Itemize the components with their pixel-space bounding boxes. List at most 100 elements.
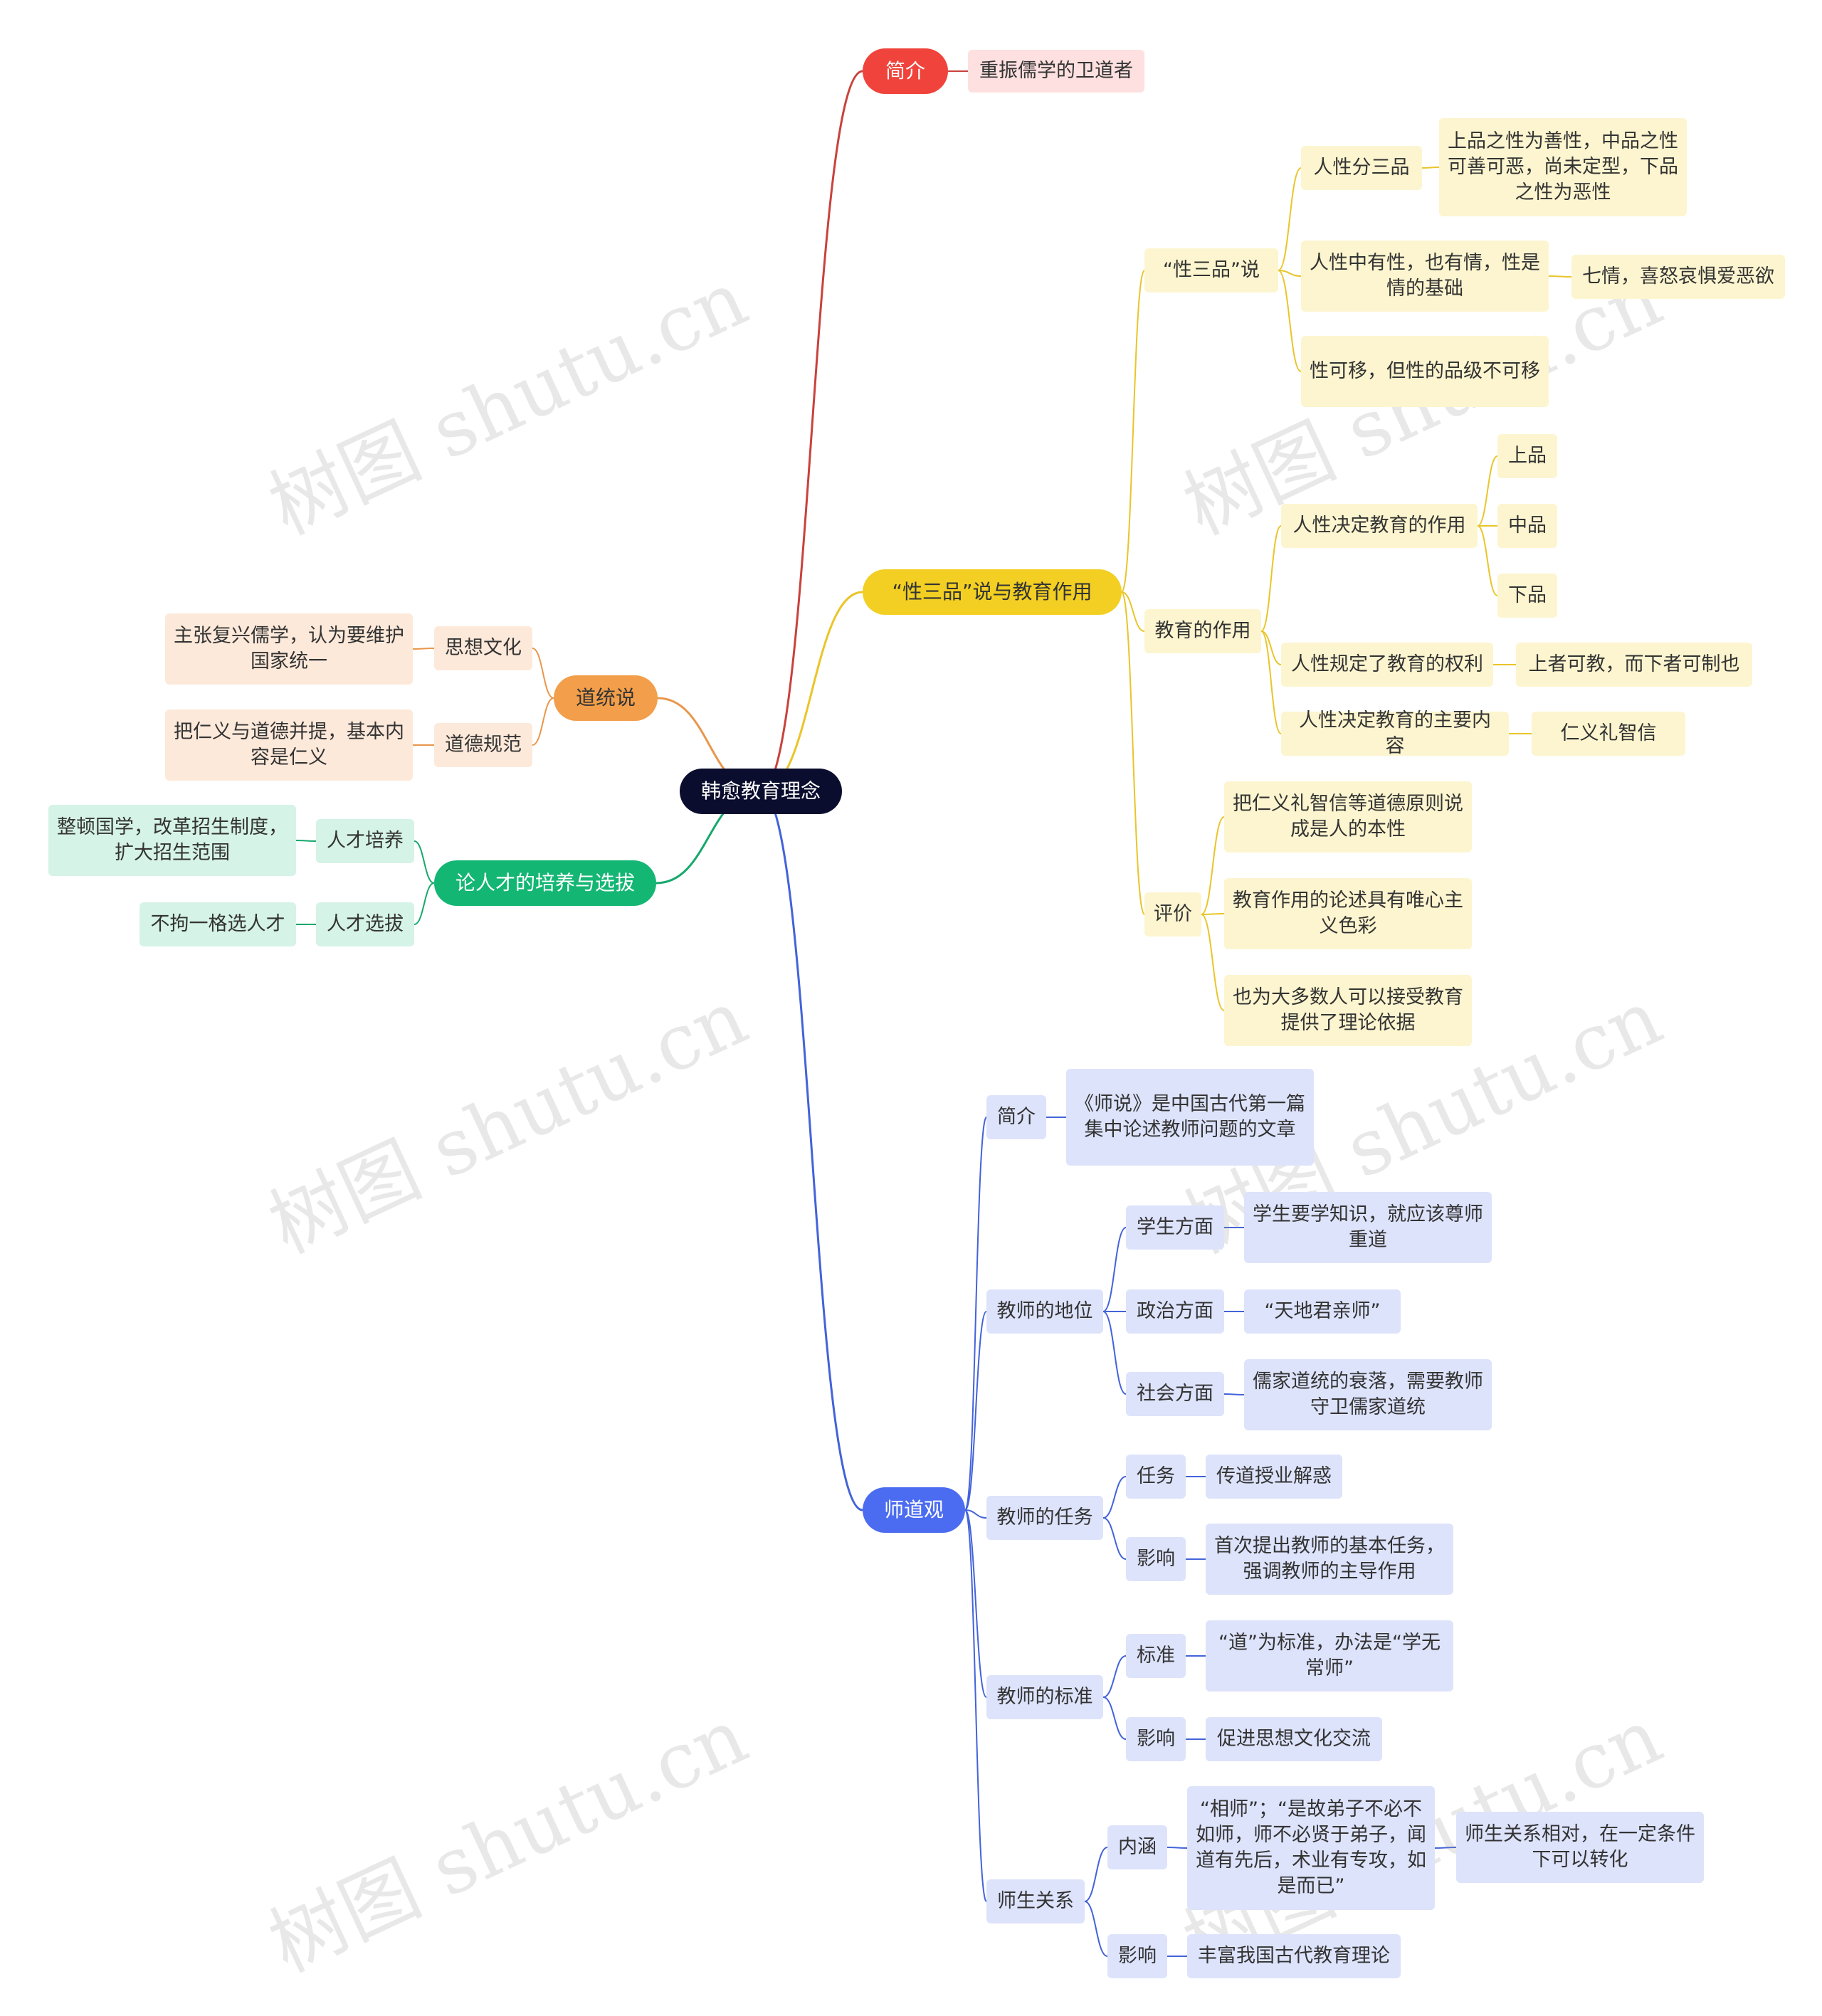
social-side-desc[interactable]: 儒家道统的衰落，需要教师守卫儒家道统 (1244, 1359, 1492, 1430)
connector-line (964, 1311, 987, 1511)
decides-role-node[interactable]: 人性决定教育的作用 (1281, 504, 1478, 548)
connector-line (1421, 167, 1440, 169)
standard-desc[interactable]: “道”为标准，办法是“学无常师” (1206, 1620, 1453, 1692)
connector-line (964, 1509, 987, 1902)
evaluation-item-3[interactable]: 也为大多数人可以接受教育提供了理论依据 (1224, 975, 1472, 1046)
thought-desc[interactable]: 主张复兴儒学，认为要维护国家统一 (165, 613, 413, 685)
connector-line (964, 1509, 987, 1698)
connector-line (1084, 1847, 1108, 1902)
connector-line (1102, 1655, 1127, 1698)
grade-upper[interactable]: 上品 (1497, 434, 1557, 478)
teacher-status-node[interactable]: 教师的地位 (986, 1289, 1103, 1334)
defines-rights-node[interactable]: 人性规定了教育的权利 (1281, 643, 1493, 687)
connector-line (1084, 1901, 1108, 1957)
connotation-desc[interactable]: “相师”；“是故弟子不必不如师，师不必贤于弟子，闻道有先后，术业有专攻，如是而已… (1187, 1786, 1435, 1910)
connector-line (1121, 591, 1145, 632)
relation-impact-node[interactable]: 影响 (1107, 1934, 1167, 1978)
connector-line (1201, 816, 1225, 915)
teacher-student-relation-node[interactable]: 师生关系 (986, 1879, 1085, 1923)
branch-talent[interactable]: 论人才的培养与选拔 (434, 860, 656, 906)
selection-node[interactable]: 人才选拔 (316, 902, 414, 946)
evaluation-node[interactable]: 评价 (1144, 892, 1201, 936)
teacher-task-node[interactable]: 教师的任务 (986, 1496, 1103, 1540)
task-label-node[interactable]: 任务 (1126, 1455, 1186, 1499)
morality-desc[interactable]: 把仁义与道德并提，基本内容是仁义 (165, 709, 413, 781)
connector-line (1434, 1847, 1457, 1849)
selection-desc[interactable]: 不拘一格选人才 (139, 902, 296, 946)
teacher-standard-node[interactable]: 教师的标准 (986, 1675, 1103, 1719)
grade-middle[interactable]: 中品 (1497, 504, 1557, 548)
social-side-node[interactable]: 社会方面 (1126, 1372, 1224, 1416)
cultivation-node[interactable]: 人才培养 (316, 819, 414, 863)
connector-line (1477, 525, 1498, 596)
connector-line (1278, 270, 1302, 372)
connector-line (1201, 914, 1225, 1011)
connector-line (760, 70, 863, 793)
connector-line (1477, 455, 1498, 527)
connector-line (1548, 275, 1572, 278)
connotation-note[interactable]: 师生关系相对，在一定条件下可以转化 (1456, 1812, 1704, 1883)
seven-emotions-node[interactable]: 七情，喜怒哀惧爱恶欲 (1571, 255, 1785, 299)
connector-line (1260, 630, 1282, 665)
student-side-desc[interactable]: 学生要学知识，就应该尊师重道 (1244, 1192, 1492, 1263)
shidao-intro-desc[interactable]: 《师说》是中国古代第一篇集中论述教师问题的文章 (1066, 1069, 1314, 1166)
branch-intro[interactable]: 简介 (863, 48, 948, 94)
shidao-intro-node[interactable]: 简介 (986, 1095, 1046, 1139)
connector-line (1102, 1696, 1127, 1740)
connector-line (295, 840, 317, 842)
movable-node[interactable]: 性可移，但性的品级不可移 (1301, 336, 1549, 407)
decides-content-node[interactable]: 人性决定教育的主要内容 (1281, 709, 1509, 757)
task-desc[interactable]: 传道授业解惑 (1206, 1455, 1342, 1499)
task-impact-desc[interactable]: 首次提出教师的基本任务，强调教师的主导作用 (1206, 1524, 1453, 1595)
three-grades-desc[interactable]: 上品之性为善性，中品之性可善可恶，尚未定型，下品之性为恶性 (1439, 118, 1687, 216)
connector-line (532, 648, 554, 699)
morality-node[interactable]: 道德规范 (434, 723, 532, 767)
emotion-node[interactable]: 人性中有性，也有情，性是情的基础 (1301, 241, 1549, 312)
connector-line (532, 697, 554, 746)
root-node[interactable]: 韩愈教育理念 (680, 769, 842, 814)
branch-xingsanpin[interactable]: “性三品”说与教育作用 (863, 569, 1122, 615)
connector-line (1102, 1517, 1127, 1560)
student-side-node[interactable]: 学生方面 (1126, 1205, 1224, 1250)
branch-shidao[interactable]: 师道观 (863, 1487, 965, 1533)
branch-daotong[interactable]: 道统说 (554, 675, 658, 721)
connector-line (760, 591, 863, 793)
grade-lower[interactable]: 下品 (1497, 574, 1557, 618)
connector-line (1260, 525, 1282, 632)
standard-impact-desc[interactable]: 促进思想文化交流 (1206, 1717, 1382, 1761)
theory-node[interactable]: “性三品”说 (1144, 248, 1278, 292)
intro-summary[interactable]: 重振儒学的卫道者 (968, 50, 1144, 93)
connector-line (414, 840, 435, 884)
connector-line (1102, 1227, 1127, 1312)
connector-line (1167, 1847, 1188, 1849)
cultivation-desc[interactable]: 整顿国学，改革招生制度，扩大招生范围 (48, 805, 296, 876)
connector-line (1121, 270, 1145, 593)
connector-line (1260, 630, 1282, 734)
connector-line (414, 882, 435, 925)
connector-line (760, 790, 863, 1511)
connector-line (1278, 270, 1302, 277)
connector-line (1121, 591, 1145, 915)
political-side-desc[interactable]: “天地君亲师” (1244, 1289, 1401, 1334)
evaluation-item-1[interactable]: 把仁义礼智信等道德原则说成是人的本性 (1224, 781, 1472, 853)
connector-line (1102, 1311, 1127, 1395)
three-grades-node[interactable]: 人性分三品 (1301, 146, 1422, 190)
task-impact-node[interactable]: 影响 (1126, 1537, 1186, 1581)
political-side-node[interactable]: 政治方面 (1126, 1289, 1224, 1334)
connector-line (964, 1117, 987, 1511)
relation-impact-desc[interactable]: 丰富我国古代教育理论 (1187, 1934, 1401, 1978)
evaluation-item-2[interactable]: 教育作用的论述具有唯心主义色彩 (1224, 878, 1472, 949)
standard-label-node[interactable]: 标准 (1126, 1634, 1186, 1678)
content-desc[interactable]: 仁义礼智信 (1532, 712, 1685, 756)
connector-line (1223, 1393, 1245, 1395)
connector-line (412, 648, 435, 650)
connotation-node[interactable]: 内涵 (1107, 1825, 1167, 1869)
connector-line (964, 1509, 987, 1519)
standard-impact-node[interactable]: 影响 (1126, 1717, 1186, 1761)
rights-desc[interactable]: 上者可教，而下者可制也 (1516, 643, 1752, 687)
thought-node[interactable]: 思想文化 (434, 626, 532, 670)
connector-line (1278, 167, 1302, 271)
education-role-node[interactable]: 教育的作用 (1144, 609, 1261, 653)
